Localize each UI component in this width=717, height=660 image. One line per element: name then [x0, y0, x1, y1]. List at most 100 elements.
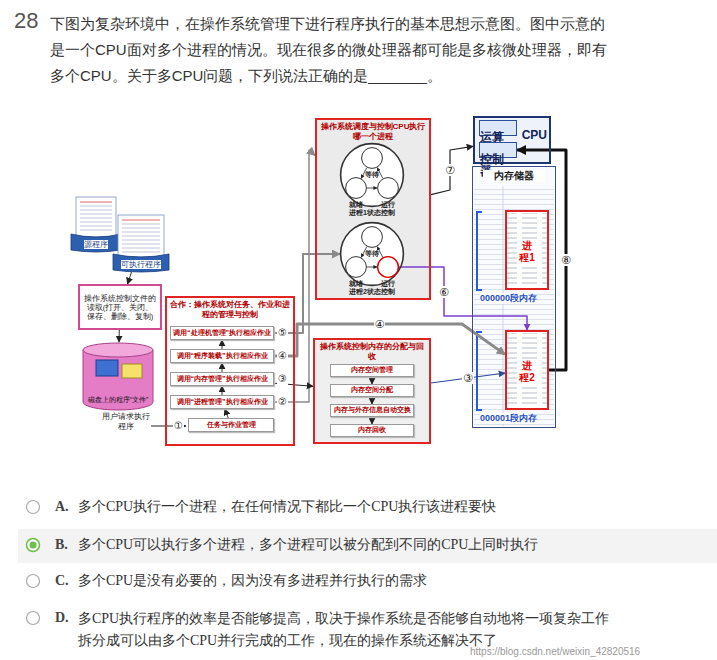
connector — [222, 386, 223, 395]
cpu-unit: 运算器 — [479, 120, 517, 136]
connector — [128, 272, 132, 284]
node-text: 操作系统控制文件的读取(打开、关闭、保存、删除、复制) — [83, 294, 157, 321]
shape-outline — [345, 177, 367, 199]
request-note: 用户请求执行程序 — [102, 412, 150, 432]
callout-number: ② — [277, 396, 288, 408]
cpu-box: CPU 运算器控制器 — [473, 116, 551, 164]
book-illustration: 源程序 — [70, 196, 122, 252]
process-box: 内存空间分配 — [330, 384, 414, 397]
callout-number: ⑥ — [438, 286, 450, 298]
state-bubble: 等待 — [361, 147, 383, 169]
connector — [222, 340, 223, 349]
connector — [225, 409, 229, 418]
callout-number: ⑦ — [444, 164, 456, 176]
connector — [274, 254, 340, 333]
segment-label: 000001段内存 — [480, 413, 537, 424]
question-number: 28 — [14, 8, 38, 34]
process-box: 任务与作业管理 — [188, 418, 274, 432]
node-text: 内存回收 — [358, 426, 386, 434]
connector — [222, 363, 223, 372]
node-text: 就绪 — [333, 200, 379, 209]
node-text: 操作系统调度与控制CPU执行哪一个进程 — [320, 122, 426, 141]
node-text: 就绪 — [333, 279, 379, 288]
selected-option-band — [18, 529, 717, 563]
group-box: 操作系统控制内存的分配与回收内存空间管理内存空间分配内存与外存信息自动交换内存回… — [313, 338, 431, 444]
disk-cylinder: 磁盘上的程序“文件” — [82, 342, 154, 410]
node-text: 可执行程序 — [114, 260, 168, 270]
process-box: 内存回收 — [330, 424, 414, 437]
process-box: 调用“内存管理”执行相应作业 — [170, 372, 274, 386]
radio-buttons — [27, 501, 40, 625]
shape-outline — [361, 226, 383, 248]
node-text: 运行 — [365, 279, 411, 288]
node-text: 进程1 — [517, 240, 537, 264]
callout-number: ⑤ — [277, 327, 288, 339]
callout-number: ③ — [462, 372, 474, 384]
process-segment: 进程2 — [505, 330, 549, 410]
node-text: 内存空间分配 — [351, 386, 393, 394]
connector — [372, 417, 373, 424]
option-letter: C. — [55, 571, 69, 591]
memory-rows — [472, 166, 556, 428]
state-circle: 进程2状态控制等待就绪运行 — [340, 222, 404, 286]
question-text: 下图为复杂环境中，在操作系统管理下进行程序执行的基本思想示意图。图中示意的是一个… — [50, 11, 616, 89]
node-text: 调用“程序装载”执行相应作业 — [177, 352, 268, 360]
option-text: 多个CPU是没有必要的，因为没有多进程并行执行的需求 — [78, 571, 698, 591]
state-bubble-active: 运行 — [377, 256, 399, 278]
process-box: 调用“程序装载”执行相应作业 — [170, 349, 274, 363]
connector — [517, 150, 566, 370]
connector — [119, 330, 120, 342]
node-text: 磁盘上的程序“文件” — [85, 395, 151, 404]
node-text: 合作：操作系统对任务、作业和进程的管理与控制 — [170, 300, 290, 319]
connector — [372, 377, 373, 384]
node-text: 进程2状态控制 — [328, 287, 416, 296]
option-letter: D. — [55, 608, 69, 628]
node-text: 内存与外存信息自动交换 — [334, 406, 411, 414]
cpu-unit: 控制器 — [479, 142, 517, 158]
process-box: 调用“处理机管理”执行相应作业 — [170, 326, 274, 340]
option-letter: A. — [55, 497, 69, 517]
shape-outline — [345, 256, 367, 278]
callout-number: ④ — [277, 350, 288, 362]
memory-brackets — [477, 212, 482, 410]
connector — [431, 146, 473, 194]
process-box: 内存空间管理 — [330, 364, 414, 377]
callout-number: ④ — [374, 318, 386, 330]
group-box: 合作：操作系统对任务、作业和进程的管理与控制调用“处理机管理”执行相应作业调用“… — [165, 296, 295, 446]
connector — [367, 188, 377, 189]
node-text: 进程2 — [517, 360, 537, 384]
state-bubble: 等待 — [361, 226, 383, 248]
node-text: 源程序 — [72, 240, 120, 250]
book-illustration: 可执行程序 — [112, 214, 170, 272]
process-box: 操作系统控制文件的读取(打开、关闭、保存、删除、复制) — [78, 284, 162, 330]
state-circle: 进程1状态控制等待就绪运行 — [340, 143, 404, 207]
node-text: 调用“处理机管理”执行相应作业 — [173, 329, 271, 337]
node-text: 调用“进程管理”执行相应作业 — [177, 398, 268, 406]
callout-number: ⑧ — [560, 254, 572, 266]
connector — [372, 397, 373, 404]
watermark: https://blog.csdn.net/weixin_42820516 — [470, 646, 640, 658]
callout-number: ① — [173, 420, 184, 432]
option-text: 多CPU执行程序的效率是否能够提高，取决于操作系统是否能够自动地将一项复杂工作拆… — [78, 608, 613, 652]
connector — [367, 267, 377, 268]
state-bubble: 运行 — [377, 177, 399, 199]
connector — [274, 324, 505, 356]
option-text: 多个CPU可以执行多个进程，多个进程可以被分配到不同的CPU上同时执行 — [78, 535, 698, 555]
shape-outline — [377, 256, 399, 278]
callout-number: ③ — [277, 373, 288, 385]
process-box: 调用“进程管理”执行相应作业 — [170, 395, 274, 409]
node-text: CPU — [522, 128, 547, 142]
option-letter: B. — [55, 535, 68, 555]
process-box: 内存与外存信息自动交换 — [330, 404, 414, 417]
connector — [431, 373, 505, 383]
node-text: 运行 — [365, 200, 411, 209]
node-text: 任务与作业管理 — [207, 421, 256, 429]
state-bubble: 就绪 — [345, 256, 367, 278]
option-text: 多个CPU执行一个进程，在任何情况下都比一个CPU执行该进程要快 — [78, 497, 698, 517]
shape-outline — [377, 177, 399, 199]
state-bubble: 就绪 — [345, 177, 367, 199]
segment-label: 000000段内存 — [480, 293, 537, 304]
shape-outline — [361, 147, 383, 169]
group-box: 操作系统调度与控制CPU执行哪一个进程进程1状态控制等待就绪运行进程2状态控制等… — [315, 118, 431, 300]
